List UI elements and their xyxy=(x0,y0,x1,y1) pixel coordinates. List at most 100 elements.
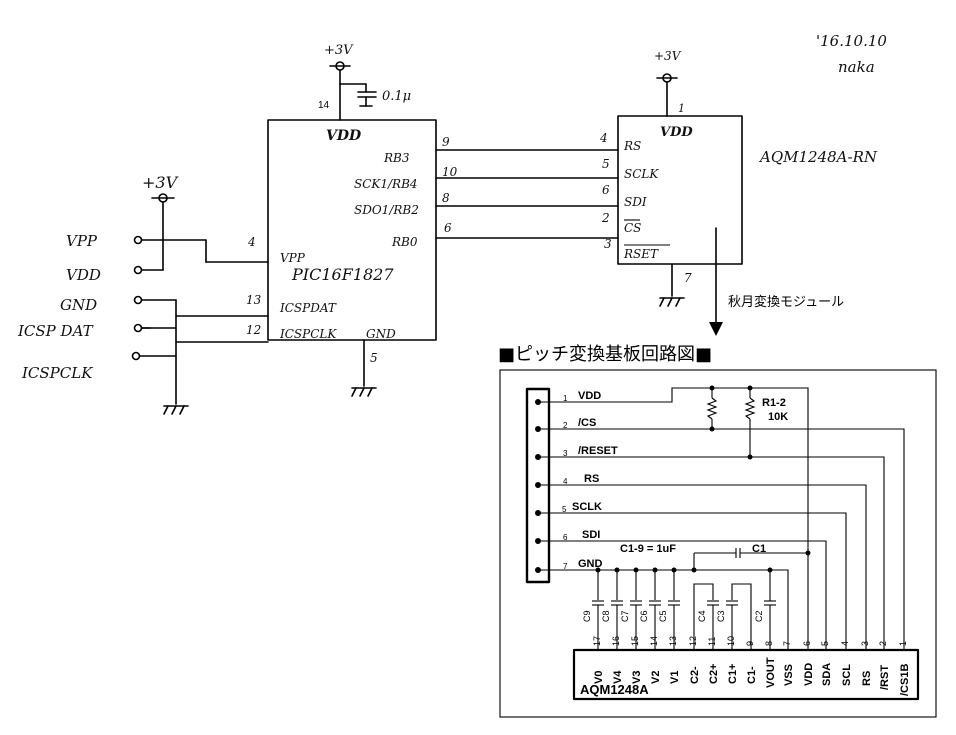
lcd-pin-num: 7 xyxy=(782,641,792,646)
pic-pin-num: 4 xyxy=(247,235,256,249)
icsp-terminal xyxy=(133,265,143,275)
pic-part-label: PIC16F1827 xyxy=(291,265,394,284)
lcd-pin-num: 4 xyxy=(840,641,850,646)
pic-pin-name: RB0 xyxy=(391,235,418,249)
cap-ref-label: C7 xyxy=(620,610,630,622)
pic-pin-num: 13 xyxy=(246,293,262,307)
connector-pin-num: 4 xyxy=(563,477,568,486)
connector-pin-name: /RESET xyxy=(578,445,618,457)
connector-pin-name: GND xyxy=(578,558,603,570)
connector-pin-num: 6 xyxy=(563,533,568,542)
icsp-section: +3V VPP VDD GND ICSP DAT ICSPCLK xyxy=(17,173,269,415)
pic-pin-name: SDO1/RB2 xyxy=(354,203,419,217)
lcd-pin-name: RS xyxy=(861,671,873,686)
signature-author: naka xyxy=(838,58,875,76)
lcd-pin-name: C2+ xyxy=(708,664,720,685)
pic-pin-name: GND xyxy=(366,327,396,341)
pic-lcd-wires xyxy=(435,149,619,239)
lcd-pin-num: 9 xyxy=(745,641,755,646)
decoupling-cap-value: 0.1μ xyxy=(382,89,411,104)
cap-ref-label: C2 xyxy=(754,610,764,622)
lcd-pin-num: 5 xyxy=(820,641,830,646)
lcd-pin-num: 4 xyxy=(599,131,608,145)
resistor-ref: R1-2 xyxy=(762,397,786,409)
pitch-board-section: ■ピッチ変換基板回路図■ 1 2 3 4 5 6 7 VDD /CS /RESE… xyxy=(498,344,937,718)
lcd-pin-name: V4 xyxy=(612,670,624,684)
pic-section: +3V 14 0.1μ VDD PIC16F1827 RB3 SCK1/RB4 … xyxy=(246,43,458,397)
connector-pin-name: VDD xyxy=(578,390,601,402)
pullup-resistor xyxy=(744,397,756,420)
lcd-module-box xyxy=(617,115,743,265)
pic-pin-name: SCK1/RB4 xyxy=(354,177,418,191)
signature-date: '16.10.10 xyxy=(816,32,887,50)
lcd-pin-name: /CS1B xyxy=(899,664,911,696)
cap-ref-label: C4 xyxy=(697,610,707,622)
lcd-pin-name: V3 xyxy=(631,671,643,684)
icsp-label: VDD xyxy=(66,266,101,284)
pic-pin-num: 8 xyxy=(442,191,450,205)
lcd-pin-num: 8 xyxy=(764,641,774,646)
connector-pin-num: 2 xyxy=(563,421,568,430)
board-frame xyxy=(499,369,937,718)
connector-pin-num: 5 xyxy=(562,505,567,514)
lcd-pin-name: C2- xyxy=(689,666,701,684)
connector-pins xyxy=(535,399,541,573)
pic-chip-box xyxy=(267,119,437,341)
lcd-pin-name: V1 xyxy=(669,671,681,684)
cap-ref-label: C6 xyxy=(639,610,649,622)
aqm1248a-label: AQM1248A xyxy=(580,682,649,697)
pic-vdd-pin-num: 14 xyxy=(318,100,330,111)
lcd-pin-name: V0 xyxy=(593,671,605,684)
lcd-module-section: +3V 1 VDD AQM1248A-RN 4 RS 5 SCLK 6 SDI … xyxy=(599,49,878,336)
icsp-label: ICSP DAT xyxy=(17,322,94,340)
lcd-pin-name: VOUT xyxy=(765,657,777,688)
pic-pin-num: 6 xyxy=(444,221,452,235)
lcd-pin-num: 17 xyxy=(592,636,602,646)
aqm1248a-box xyxy=(572,648,920,701)
lcd-pin-name: V2 xyxy=(650,671,662,684)
cap-ref-label: C9 xyxy=(582,610,592,622)
lcd-vdd-pin-num: 1 xyxy=(678,102,685,115)
pic-vdd-label: VDD xyxy=(326,128,362,144)
lcd-pin-num: 13 xyxy=(668,636,678,646)
pic-pin-num: 10 xyxy=(442,165,458,179)
lcd-pin-name: RS xyxy=(623,139,641,153)
icsp-terminal xyxy=(133,235,143,245)
lcd-pin-name: C1- xyxy=(746,666,758,684)
pic-gnd-pin-num: 5 xyxy=(370,351,378,365)
lcd-pin-name: SDA xyxy=(821,663,833,686)
lcd-pin-num: 6 xyxy=(602,183,610,197)
icsp-terminal xyxy=(133,295,143,305)
lcd-pin-num: 10 xyxy=(726,636,736,646)
cap-ref: C1 xyxy=(752,543,766,555)
pic-pin-name: ICSPDAT xyxy=(279,301,337,315)
connector-pin-name: SDI xyxy=(582,529,600,541)
icsp-terminal xyxy=(133,323,143,333)
connector-pin-name: RS xyxy=(584,473,599,485)
lcd-pin-num: 2 xyxy=(878,641,888,646)
board-title: ■ピッチ変換基板回路図■ xyxy=(498,344,712,365)
lcd-pin-num: 14 xyxy=(649,636,659,646)
cap-ref-label: C8 xyxy=(601,610,611,622)
lcd-pin-num: 12 xyxy=(688,636,698,646)
filter-caps xyxy=(592,567,776,650)
pic-pin-name: RB3 xyxy=(383,151,410,165)
pic-pin-num: 12 xyxy=(246,323,261,337)
lcd-pin-name: CS xyxy=(624,221,641,235)
connector-pin-name: SCLK xyxy=(572,501,602,513)
connector-pin-num: 3 xyxy=(563,449,568,458)
pic-pin-name: ICSPCLK xyxy=(279,327,337,341)
icsp-supply-label: +3V xyxy=(142,173,179,192)
icsp-label: VPP xyxy=(66,232,98,250)
cap-ref-label: C3 xyxy=(716,610,726,622)
lcd-pin-name: SCLK xyxy=(624,167,659,181)
connector-pin-num: 7 xyxy=(563,562,568,571)
pic-pin-num: 9 xyxy=(442,135,450,149)
resistor-value: 10K xyxy=(768,411,788,423)
connector-pin-name: /CS xyxy=(578,417,596,429)
lcd-module-note: 秋月変換モジュール xyxy=(728,294,844,310)
pic-pin-name: VPP xyxy=(280,251,306,265)
pullup-resistor xyxy=(706,397,718,420)
lcd-pin-num: 15 xyxy=(630,636,640,646)
